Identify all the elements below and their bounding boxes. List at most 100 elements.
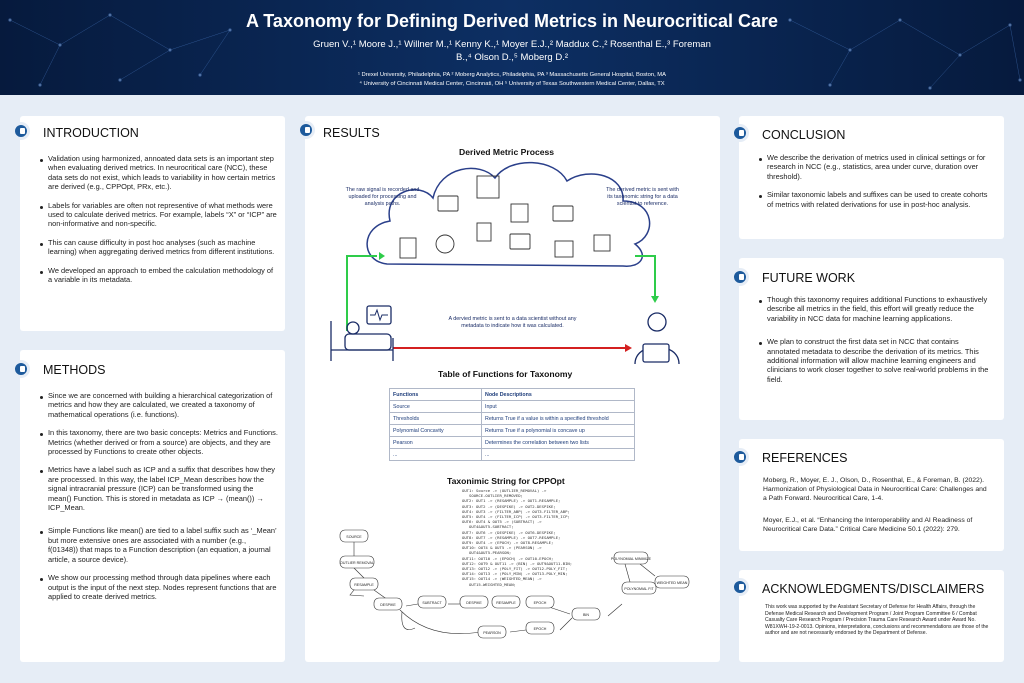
list-item: We show our processing method through da… (40, 573, 277, 601)
list-item: We plan to construct the first data set … (759, 337, 993, 384)
section-marker-icon (297, 121, 315, 139)
gauge-icon (593, 234, 611, 252)
list-item: In this taxonomy, there are two basic co… (40, 428, 278, 457)
calculator-icon (476, 222, 492, 242)
table-cell: Pearson (389, 436, 482, 449)
org-chart-icon (476, 175, 500, 199)
acknowledgments-panel: ACKNOWLEDGMENTS/DISCLAIMERS (731, 570, 1004, 662)
introduction-heading: INTRODUCTION (43, 126, 139, 140)
pipeline-node (417, 595, 447, 609)
pipeline-node (621, 581, 657, 595)
annotation-derived-sent: The derived metric is sent with its taxo… (606, 187, 679, 207)
pipeline-node-label: POLYNOMIAL MINIMIZE (611, 557, 652, 561)
conclusion-panel: CONCLUSION We describe the derivation of… (731, 116, 1004, 239)
pipeline-node (349, 577, 379, 591)
methods-panel: METHODS Since we are concerned with buil… (12, 350, 285, 662)
patient-bed-icon (330, 321, 394, 361)
acknowledgments-text: This work was supported by the Assistant… (765, 604, 989, 637)
table-title: Table of Functions for Taxonomy (438, 369, 573, 379)
taxonomic-string-code: OUT1: Source -> (OUTLIER_REMOVAL) -> SOU… (462, 488, 573, 587)
list-item: This can cause difficulty in post hoc an… (40, 238, 278, 257)
server-icon (510, 203, 529, 223)
conclusion-heading: CONCLUSION (762, 128, 846, 142)
table-cell: ... (481, 448, 635, 461)
pipeline-node (525, 595, 555, 609)
section-marker-icon (731, 268, 749, 286)
references-heading: REFERENCES (762, 451, 848, 465)
methods-heading: METHODS (43, 363, 106, 377)
author-list: Gruen V.,¹ Moore J.,¹ Willner M.,¹ Kenny… (313, 39, 711, 63)
pipeline-node-label: SUBTRACT (422, 601, 442, 605)
methods-list: Since we are concerned with building a h… (40, 391, 278, 610)
list-item: Simple Functions like mean() are tied to… (40, 526, 277, 564)
acknowledgments-heading: ACKNOWLEDGMENTS/DISCLAIMERS (762, 582, 985, 596)
pipeline-node-label: EPOCH (534, 627, 547, 631)
calculator-icon (399, 237, 417, 259)
affiliations-2: ⁴ University of Cincinnati Medical Cente… (359, 81, 665, 87)
pipeline-node (491, 595, 521, 609)
list-item: Though this taxonomy requires additional… (759, 295, 993, 323)
code-window-icon (552, 205, 574, 222)
table-header-row: Functions Node Descriptions (389, 388, 635, 401)
pipeline-node-label: RESAMPLE (354, 583, 374, 587)
pipeline-node (525, 621, 555, 635)
annotation-no-metadata: A dervied metric is sent to a data scien… (448, 316, 577, 329)
pipeline-node (571, 607, 601, 621)
pipeline-node (339, 555, 375, 569)
results-heading: RESULTS (323, 126, 380, 140)
process-diagram (330, 161, 680, 365)
reference-1: Moberg, R., Moyer, E. J., Olson, D., Ros… (763, 477, 987, 502)
pipeline-node (477, 625, 507, 639)
pipeline-node (373, 597, 403, 611)
introduction-panel: INTRODUCTION Validation using harmonized… (12, 116, 285, 331)
table-cell: ... (389, 448, 482, 461)
code-window-icon (437, 195, 459, 212)
taxonomic-string-title: Taxonimic String for CPPOpt (447, 476, 565, 486)
pipeline-node-label: DESPIKE (466, 601, 482, 605)
poster-title: A Taxonomy for Defining Derived Metrics … (245, 11, 779, 31)
pipeline-node-label: BIN (583, 613, 589, 617)
pipeline-node (339, 529, 369, 543)
pipeline-node-label: RESAMPLE (496, 601, 516, 605)
section-marker-icon (731, 124, 749, 142)
cloud-shape (366, 161, 651, 267)
future-work-heading: FUTURE WORK (762, 271, 856, 285)
process-title: Derived Metric Process (459, 147, 555, 157)
list-item: We describe the derivation of metrics us… (759, 153, 993, 181)
network-icon (554, 240, 574, 258)
pipeline-node (654, 575, 690, 589)
table-header: Functions (389, 388, 482, 401)
section-marker-icon (731, 578, 749, 596)
affiliations-1: ¹ Drexel University, Philadelphia, PA ² … (357, 72, 667, 78)
table-cell: Polynomial Concavity (389, 424, 482, 437)
introduction-list: Validation using harmonized, annoated da… (40, 154, 278, 293)
list-item: Metrics have a label such as ICP and a s… (40, 465, 278, 512)
network-decoration-icon (8, 13, 1022, 90)
pipeline-node-label: WEIGHTED MEAN (657, 581, 688, 585)
table-row: ...... (389, 448, 635, 461)
poster-header: A Taxonomy for Defining Derived Metrics … (0, 0, 1024, 95)
table-cell: Source (389, 400, 482, 413)
pipeline-node-label: PEARSON (483, 631, 501, 635)
pipeline-node-label: OUTLIER REMOVAL (340, 561, 374, 565)
pipeline-node-label: POLYNOMIAL FIT (624, 587, 654, 591)
brain-gear-icon (435, 234, 455, 254)
references-panel: REFERENCES Moberg, R., Moyer, E. J., Ols… (731, 439, 1004, 551)
table-cell: Thresholds (389, 412, 482, 425)
list-item: Labels for variables are often not repre… (40, 200, 277, 229)
table-header: Node Descriptions (481, 388, 635, 401)
list-item: We developed an approach to embed the ca… (40, 266, 278, 285)
upload-arrow (346, 255, 377, 331)
pipeline-node-label: DESPIKE (380, 603, 396, 607)
section-marker-icon (731, 448, 749, 466)
table-cell: Input (481, 400, 635, 413)
table-cell: Determines the correlation between two l… (481, 436, 635, 449)
pipeline-node-label: EPOCH (534, 601, 547, 605)
table-cell: Returns True if a polynomial is concave … (481, 424, 635, 437)
